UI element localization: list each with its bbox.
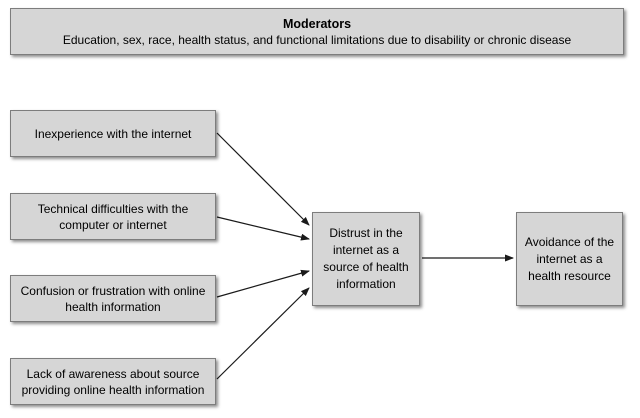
cause-label: Confusion or frustration with online hea… <box>20 283 206 314</box>
cause-box-inexperience: Inexperience with the internet <box>10 110 216 157</box>
cause-box-technical-difficulties: Technical difficulties with the computer… <box>10 193 216 240</box>
arrow-cause3-to-mediator <box>216 269 310 298</box>
moderators-subtitle: Education, sex, race, health status, and… <box>62 32 572 47</box>
cause-box-confusion-frustration: Confusion or frustration with online hea… <box>10 275 216 322</box>
arrow-cause2-to-mediator <box>216 216 310 241</box>
cause-label: Lack of awareness about source providing… <box>21 366 205 397</box>
mediator-label: Distrust in the internet as a source of … <box>323 226 409 291</box>
cause-label: Technical difficulties with the computer… <box>37 201 189 232</box>
moderators-box: Moderators Education, sex, race, health … <box>10 8 624 55</box>
outcome-box-avoidance: Avoidance of the internet as a health re… <box>516 212 623 306</box>
arrow-cause1-to-mediator <box>216 132 310 226</box>
arrow-cause4-to-mediator <box>216 287 310 380</box>
moderators-title: Moderators <box>282 16 352 31</box>
cause-box-lack-of-awareness: Lack of awareness about source providing… <box>10 358 216 405</box>
outcome-label: Avoidance of the internet as a health re… <box>524 234 615 283</box>
cause-label: Inexperience with the internet <box>34 126 192 141</box>
mediator-box-distrust: Distrust in the internet as a source of … <box>312 212 420 306</box>
